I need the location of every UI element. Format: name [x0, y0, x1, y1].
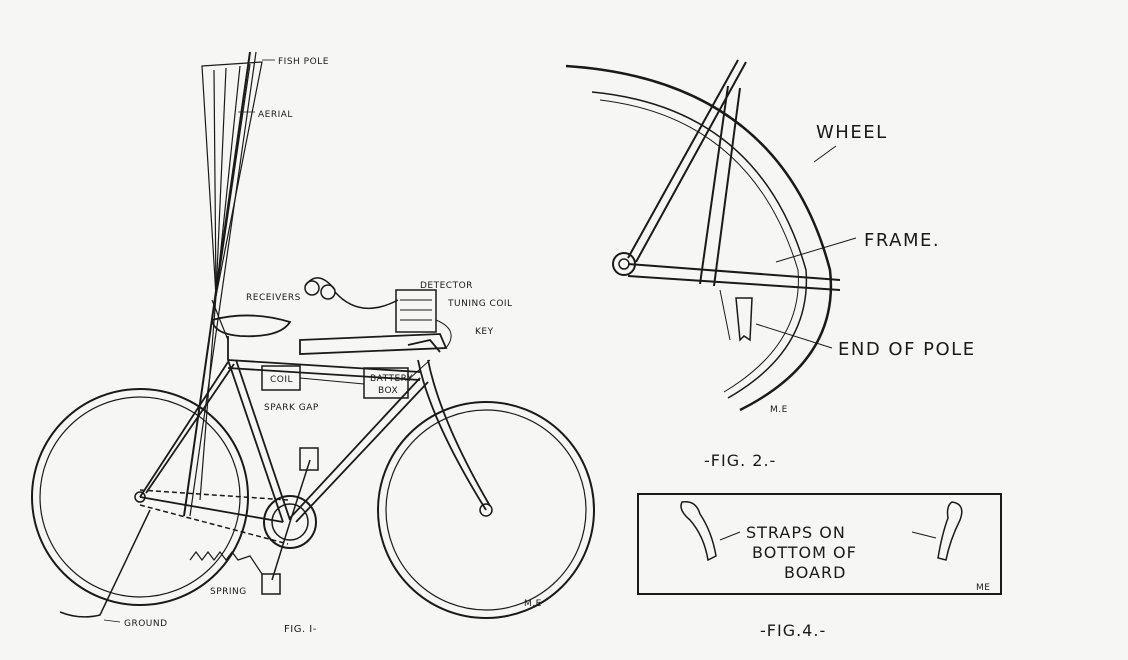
fig2-wheel-arc — [565, 64, 833, 412]
fig4-text-line1: STRAPS ON — [746, 523, 846, 542]
label-detector: DETECTOR — [420, 281, 473, 291]
label-frame: FRAME. — [864, 230, 940, 251]
label-battery: BATTERY — [370, 374, 413, 384]
instrument-board — [299, 333, 448, 355]
label-box: BOX — [378, 386, 398, 396]
tuning-coil-box — [395, 289, 437, 333]
label-receivers: RECEIVERS — [246, 293, 301, 303]
label-ground: GROUND — [124, 619, 168, 629]
fig4-text-line2: BOTTOM OF — [752, 543, 857, 562]
fig1-caption: FIG. I- — [284, 624, 317, 635]
label-end-of-pole: END OF POLE — [838, 339, 976, 360]
label-key: KEY — [475, 327, 494, 337]
ground-wire — [59, 509, 151, 618]
front-wheel — [377, 401, 595, 619]
receivers-headphones — [304, 277, 399, 310]
saddle — [210, 314, 292, 338]
label-spark-gap: SPARK GAP — [264, 403, 319, 413]
fig1-bicycle-drawing — [31, 51, 595, 619]
fig4-board-drawing: STRAPS ON BOTTOM OF BOARD ME -FIG.4.- — [637, 493, 1002, 640]
bicycle-frame — [139, 339, 491, 523]
right-strap — [937, 501, 963, 561]
fig4-initials: ME — [976, 583, 990, 593]
fish-pole-aerial — [183, 51, 263, 517]
label-spring: SPRING — [210, 587, 247, 597]
fig2-wheel-frame-drawing — [565, 59, 841, 412]
label-coil: COIL — [270, 375, 293, 385]
label-aerial: AERIAL — [258, 110, 293, 120]
left-strap — [680, 501, 717, 562]
end-of-pole — [735, 297, 753, 342]
fig4-text-line3: BOARD — [784, 563, 846, 582]
fig1-initials: M.E — [524, 599, 542, 609]
label-wheel: WHEEL — [816, 122, 888, 143]
fig2-caption: -FIG. 2.- — [704, 451, 776, 470]
fig2-initials: M.E — [770, 405, 788, 415]
chain-and-crank — [139, 447, 319, 595]
board-rect — [637, 493, 1002, 595]
label-fish-pole: FISH POLE — [278, 57, 329, 67]
spring — [189, 551, 263, 575]
fig1-labels: FISH POLE AERIAL DETECTOR RECEIVERS TUNI… — [103, 57, 542, 635]
label-tuning-coil: TUNING COIL — [447, 299, 513, 309]
battery-box — [363, 367, 409, 399]
fig2-labels: WHEEL FRAME. END OF POLE M.E -FIG. 2.- — [704, 122, 976, 470]
fig4-caption: -FIG.4.- — [760, 621, 826, 640]
